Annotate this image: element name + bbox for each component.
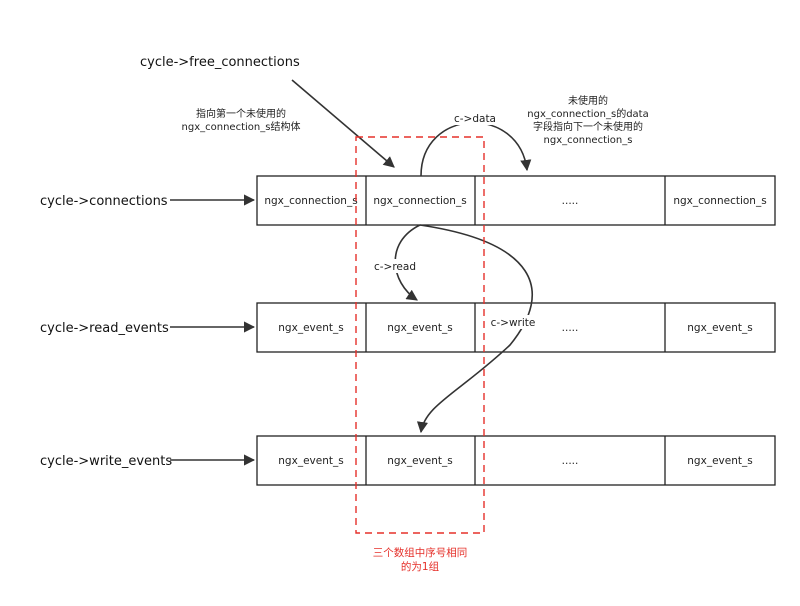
connection-cell: ngx_connection_s bbox=[673, 195, 766, 207]
group-note-line-2: 的为1组 bbox=[401, 560, 440, 573]
write-pointer-arrow bbox=[416, 224, 534, 434]
connection-ellipsis-cell: ..... bbox=[562, 195, 579, 207]
free-connections-arrow bbox=[291, 79, 395, 168]
write-events-array: ngx_event_s ngx_event_s ..... ngx_event_… bbox=[256, 435, 776, 486]
data-field-note-line-1: 未使用的 bbox=[568, 94, 608, 107]
free-connections-label: cycle->free_connections bbox=[140, 55, 300, 70]
write-event-cell: ngx_event_s bbox=[387, 455, 452, 467]
read-event-cell: ngx_event_s bbox=[687, 322, 752, 334]
connection-cell: ngx_connection_s bbox=[264, 195, 357, 207]
data-field-note-line-2: ngx_connection_s的data bbox=[527, 107, 648, 120]
data-label-bg bbox=[452, 111, 498, 125]
same-index-group-box bbox=[355, 136, 485, 534]
data-pointer-arrow bbox=[420, 121, 532, 177]
read-event-cell: ngx_event_s bbox=[387, 322, 452, 334]
read-arrow-label: c->read bbox=[374, 261, 416, 273]
read-events-array: ngx_event_s ngx_event_s ..... ngx_event_… bbox=[256, 302, 776, 353]
data-field-note-line-4: ngx_connection_s bbox=[544, 135, 633, 146]
write-events-row-label: cycle->write_events bbox=[40, 454, 172, 469]
read-event-ellipsis-cell: ..... bbox=[562, 322, 579, 334]
read-events-row-label: cycle->read_events bbox=[40, 321, 169, 336]
write-arrow-label: c->write bbox=[491, 317, 536, 329]
first-unused-note-line-2: ngx_connection_s结构体 bbox=[182, 120, 301, 133]
first-unused-note-line-1: 指向第一个未使用的 bbox=[196, 107, 286, 120]
connections-array: ngx_connection_s ngx_connection_s ..... … bbox=[256, 175, 776, 226]
read-event-cell: ngx_event_s bbox=[278, 322, 343, 334]
write-event-ellipsis-cell: ..... bbox=[562, 455, 579, 467]
connection-cell: ngx_connection_s bbox=[373, 195, 466, 207]
write-event-cell: ngx_event_s bbox=[687, 455, 752, 467]
group-note-line-1: 三个数组中序号相同 bbox=[373, 546, 468, 559]
write-event-cell: ngx_event_s bbox=[278, 455, 343, 467]
write-label-bg bbox=[488, 315, 538, 329]
data-field-note-line-3: 字段指向下一个未使用的 bbox=[533, 120, 643, 133]
data-arrow-label: c->data bbox=[454, 113, 496, 125]
write-events-array-frame bbox=[256, 435, 776, 486]
connections-row-label: cycle->connections bbox=[40, 194, 168, 209]
read-label-bg bbox=[372, 259, 418, 273]
connections-array-frame bbox=[256, 175, 776, 226]
